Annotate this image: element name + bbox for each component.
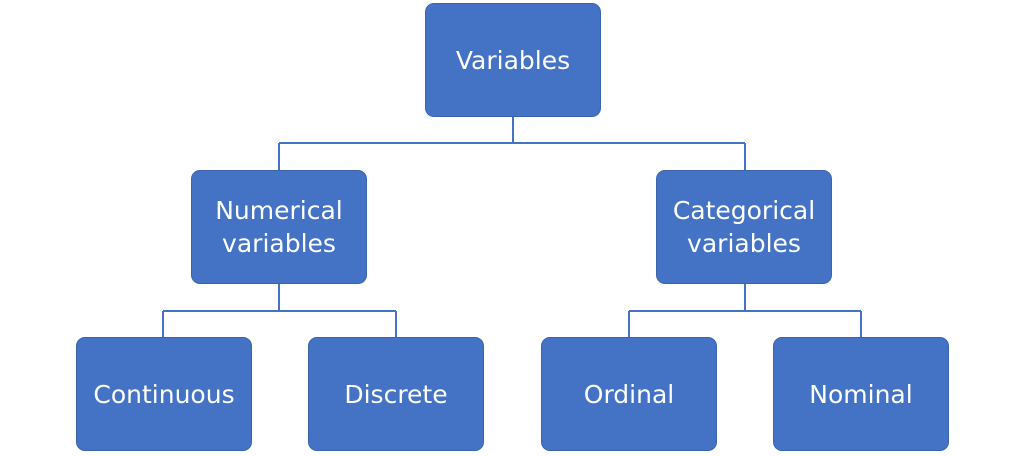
node-nominal: Nominal [773, 337, 949, 451]
connector-numerical-to-children [162, 284, 397, 337]
node-variables: Variables [425, 3, 601, 117]
node-categorical-variables-label: Categorical variables [672, 196, 816, 258]
connector-categorical-to-children [628, 284, 862, 337]
connector-root-to-children [278, 117, 746, 170]
node-discrete: Discrete [308, 337, 484, 451]
node-continuous: Continuous [76, 337, 252, 451]
node-discrete-label: Discrete [344, 379, 448, 409]
node-variables-label: Variables [455, 45, 571, 75]
node-ordinal: Ordinal [541, 337, 717, 451]
node-continuous-label: Continuous [93, 379, 235, 409]
node-numerical-variables-label: Numerical variables [215, 196, 343, 258]
node-nominal-label: Nominal [809, 379, 913, 409]
node-ordinal-label: Ordinal [583, 379, 675, 409]
node-numerical-variables: Numerical variables [191, 170, 367, 284]
node-categorical-variables: Categorical variables [656, 170, 832, 284]
